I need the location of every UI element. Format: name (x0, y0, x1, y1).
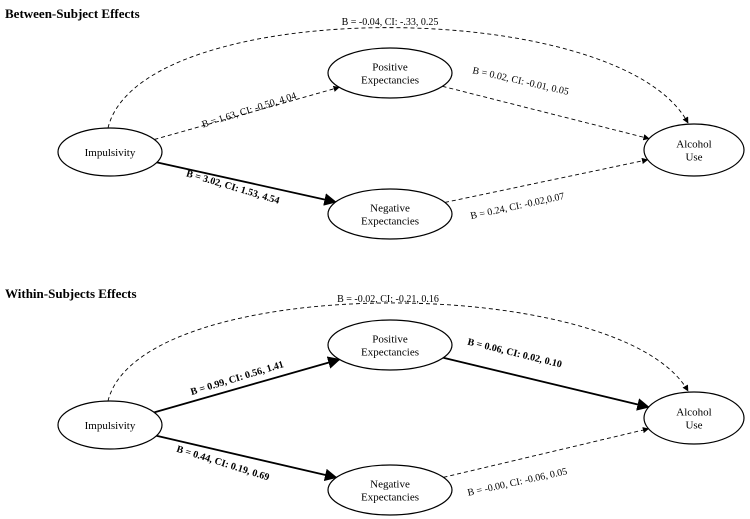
alcohol-ellipse (643, 123, 745, 177)
alcohol-ellipse (643, 391, 745, 445)
between-subject-title: Between-Subject Effects (5, 6, 140, 21)
imp-to-neg-label: B = 0.44, CI: 0.19, 0.69 (175, 444, 271, 484)
pos-to-alc-label: B = 0.02, CI: -0.01, 0.05 (471, 65, 569, 98)
neg-to-alc-label: B = 0.24, CI: -0.02,0.07 (469, 191, 565, 222)
negative-ellipse (327, 188, 453, 240)
neg-to-alc-label: B = -0.00, CI: -0.06, 0.05 (467, 466, 569, 499)
impulsivity-node: Impulsivity (57, 127, 163, 177)
imp-to-neg-label: B = 3.02, CI: 1.53, 4.54 (185, 169, 281, 207)
impulsivity-label-line-1: Impulsivity (85, 147, 136, 159)
pos-to-alc-path (443, 356, 650, 411)
imp-to-neg-path (156, 161, 337, 206)
positive-label-line-2: Expectancies (361, 347, 419, 359)
positive-label-line-1: Positive (372, 334, 408, 346)
imp-to-pos-label: B = 1.63, CI: -0.50, 4.04 (201, 91, 298, 131)
negative-ellipse (327, 464, 453, 516)
negative-label-line-1: Negative (370, 479, 410, 491)
within-subjects-panel: B = -0.02, CI: -0.21, 0.16B = 0.99, CI: … (57, 294, 745, 516)
impulsivity-label-line-1: Impulsivity (85, 420, 136, 432)
negative-label-line-2: Expectancies (361, 492, 419, 504)
alcohol-label-line-1: Alcohol (676, 407, 711, 419)
alcohol-label-line-2: Use (685, 152, 702, 164)
positive-ellipse (327, 47, 453, 99)
direct-effect-path (107, 302, 689, 402)
negative-label-line-2: Expectancies (361, 216, 419, 228)
within-subjects-title: Within-Subjects Effects (5, 286, 137, 301)
positive-label-line-2: Expectancies (361, 75, 419, 87)
impulsivity-node: Impulsivity (57, 400, 163, 450)
imp-to-neg-path (156, 434, 338, 482)
pos-to-alc-label: B = 0.06, CI: 0.02, 0.10 (466, 337, 563, 371)
alcohol-label-line-1: Alcohol (676, 139, 711, 151)
direct-effect-label: B = -0.04, CI: -.33, 0.25 (342, 17, 439, 28)
direct-effect-path (107, 27, 689, 129)
direct-effect-label: B = -0.02, CI: -0.21, 0.16 (337, 294, 439, 305)
alcohol-label-line-2: Use (685, 420, 702, 432)
between-subject-panel: B = -0.04, CI: -.33, 0.25 B = 1.63, CI: -… (57, 17, 745, 240)
negative-label-line-1: Negative (370, 203, 410, 215)
positive-ellipse (327, 319, 453, 371)
impulsivity-ellipse (57, 127, 163, 177)
imp-to-pos-path (153, 356, 341, 414)
impulsivity-ellipse (57, 400, 163, 450)
neg-to-alc-path (443, 427, 650, 478)
pos-to-alc-path (442, 85, 650, 141)
positive-label-line-1: Positive (372, 62, 408, 74)
